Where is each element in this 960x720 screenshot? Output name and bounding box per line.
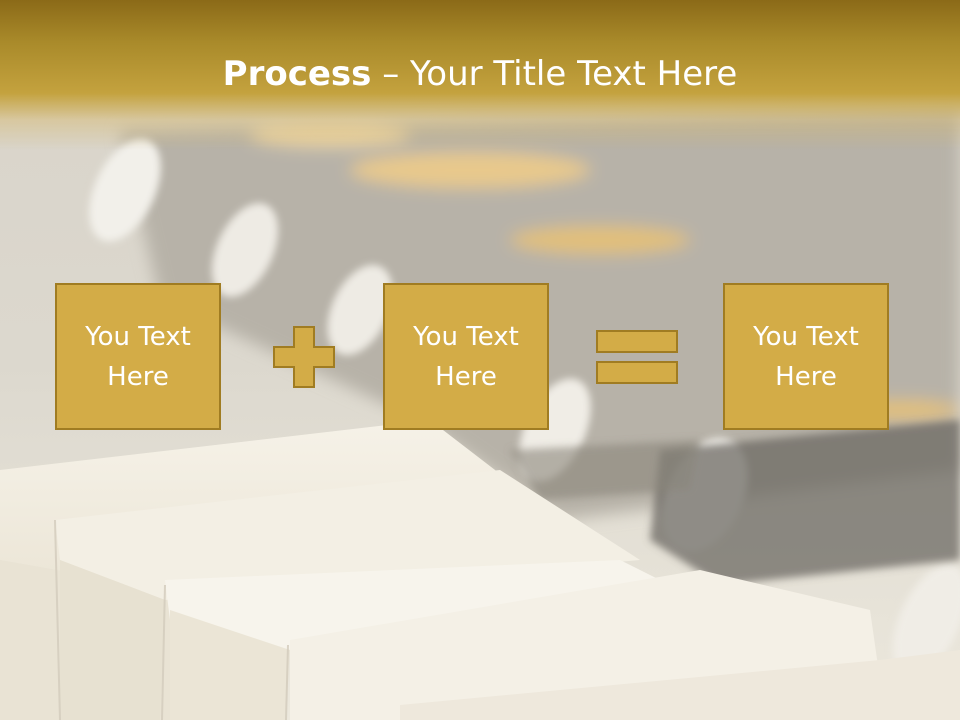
- title-rest: Your Title Text Here: [410, 54, 738, 94]
- process-box-3-label: You Text Here: [753, 321, 859, 392]
- process-box-3[interactable]: You Text Here: [723, 283, 889, 430]
- equals-icon: [596, 330, 678, 384]
- process-box-2-label: You Text Here: [413, 321, 519, 392]
- title-bold-word: Process: [222, 54, 372, 94]
- process-box-1-label: You Text Here: [85, 321, 191, 392]
- slide-title: Process – Your Title Text Here: [0, 52, 960, 96]
- process-box-2[interactable]: You Text Here: [383, 283, 549, 430]
- plus-icon: [273, 326, 335, 388]
- title-bar: [0, 0, 960, 150]
- title-dash: –: [371, 54, 411, 94]
- process-box-1[interactable]: You Text Here: [55, 283, 221, 430]
